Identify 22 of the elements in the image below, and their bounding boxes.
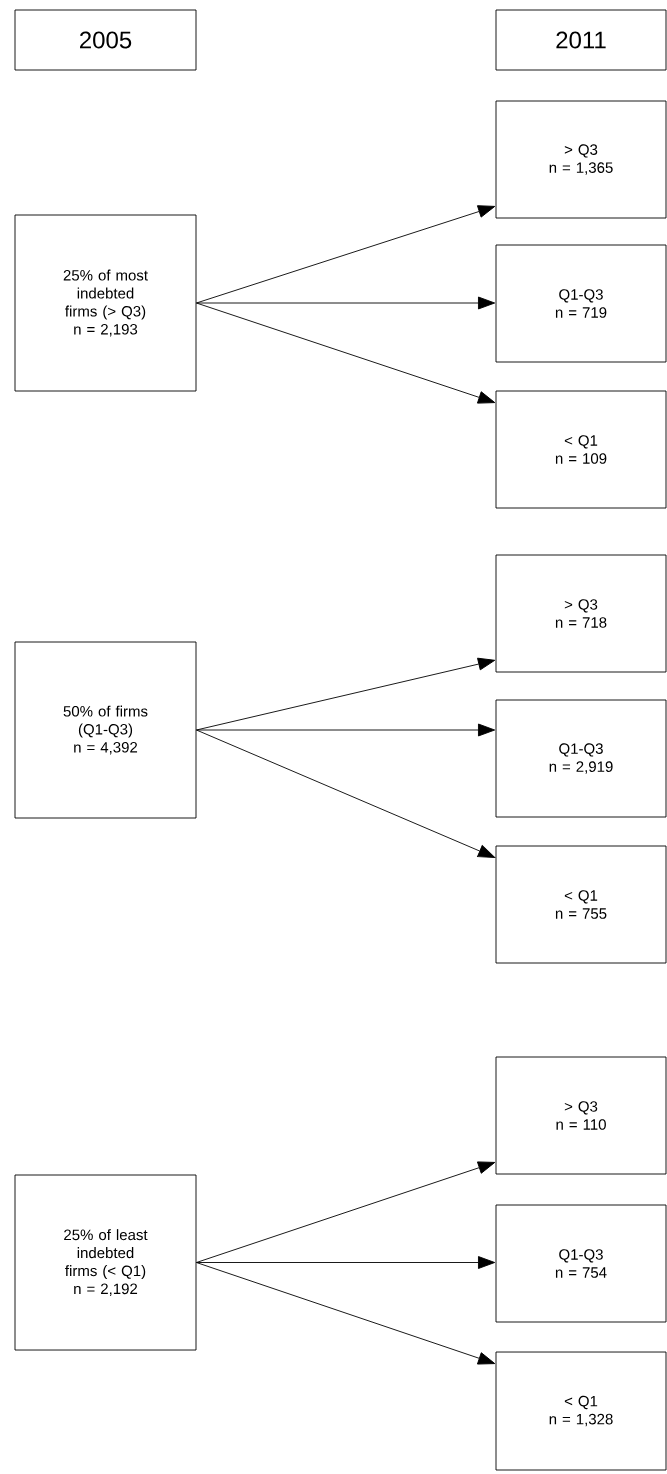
group-box: > Q3 n = 110 [495, 1056, 667, 1175]
group-box: 50% of firms (Q1-Q3) n = 4,392 [14, 641, 197, 819]
arrow [196, 302, 496, 404]
arrow [196, 723, 496, 737]
group-box: > Q3 n = 718 [495, 554, 667, 673]
group-box: > Q3 n = 1,365 [495, 100, 667, 219]
group-box: 25% of most indebted firms (> Q3) n = 2,193 [14, 214, 197, 392]
group-box: Q1-Q3 n = 2,919 [495, 699, 667, 818]
arrow [196, 205, 496, 304]
group-box: < Q1 n = 109 [495, 390, 667, 509]
arrow [196, 1161, 496, 1263]
group-box: Q1-Q3 n = 719 [495, 244, 667, 363]
year-header-box: 2005 [14, 9, 197, 71]
group-box: < Q1 n = 755 [495, 845, 667, 964]
year-header-box: 2011 [495, 9, 667, 71]
arrow [196, 729, 496, 858]
group-box: Q1-Q3 n = 754 [495, 1204, 667, 1323]
arrow [196, 296, 496, 310]
group-box: < Q1 n = 1,328 [495, 1351, 667, 1471]
arrow [196, 1262, 496, 1365]
arrow [196, 1256, 496, 1269]
group-box: 25% of least indebted firms (< Q1) n = 2,192 [14, 1174, 197, 1351]
